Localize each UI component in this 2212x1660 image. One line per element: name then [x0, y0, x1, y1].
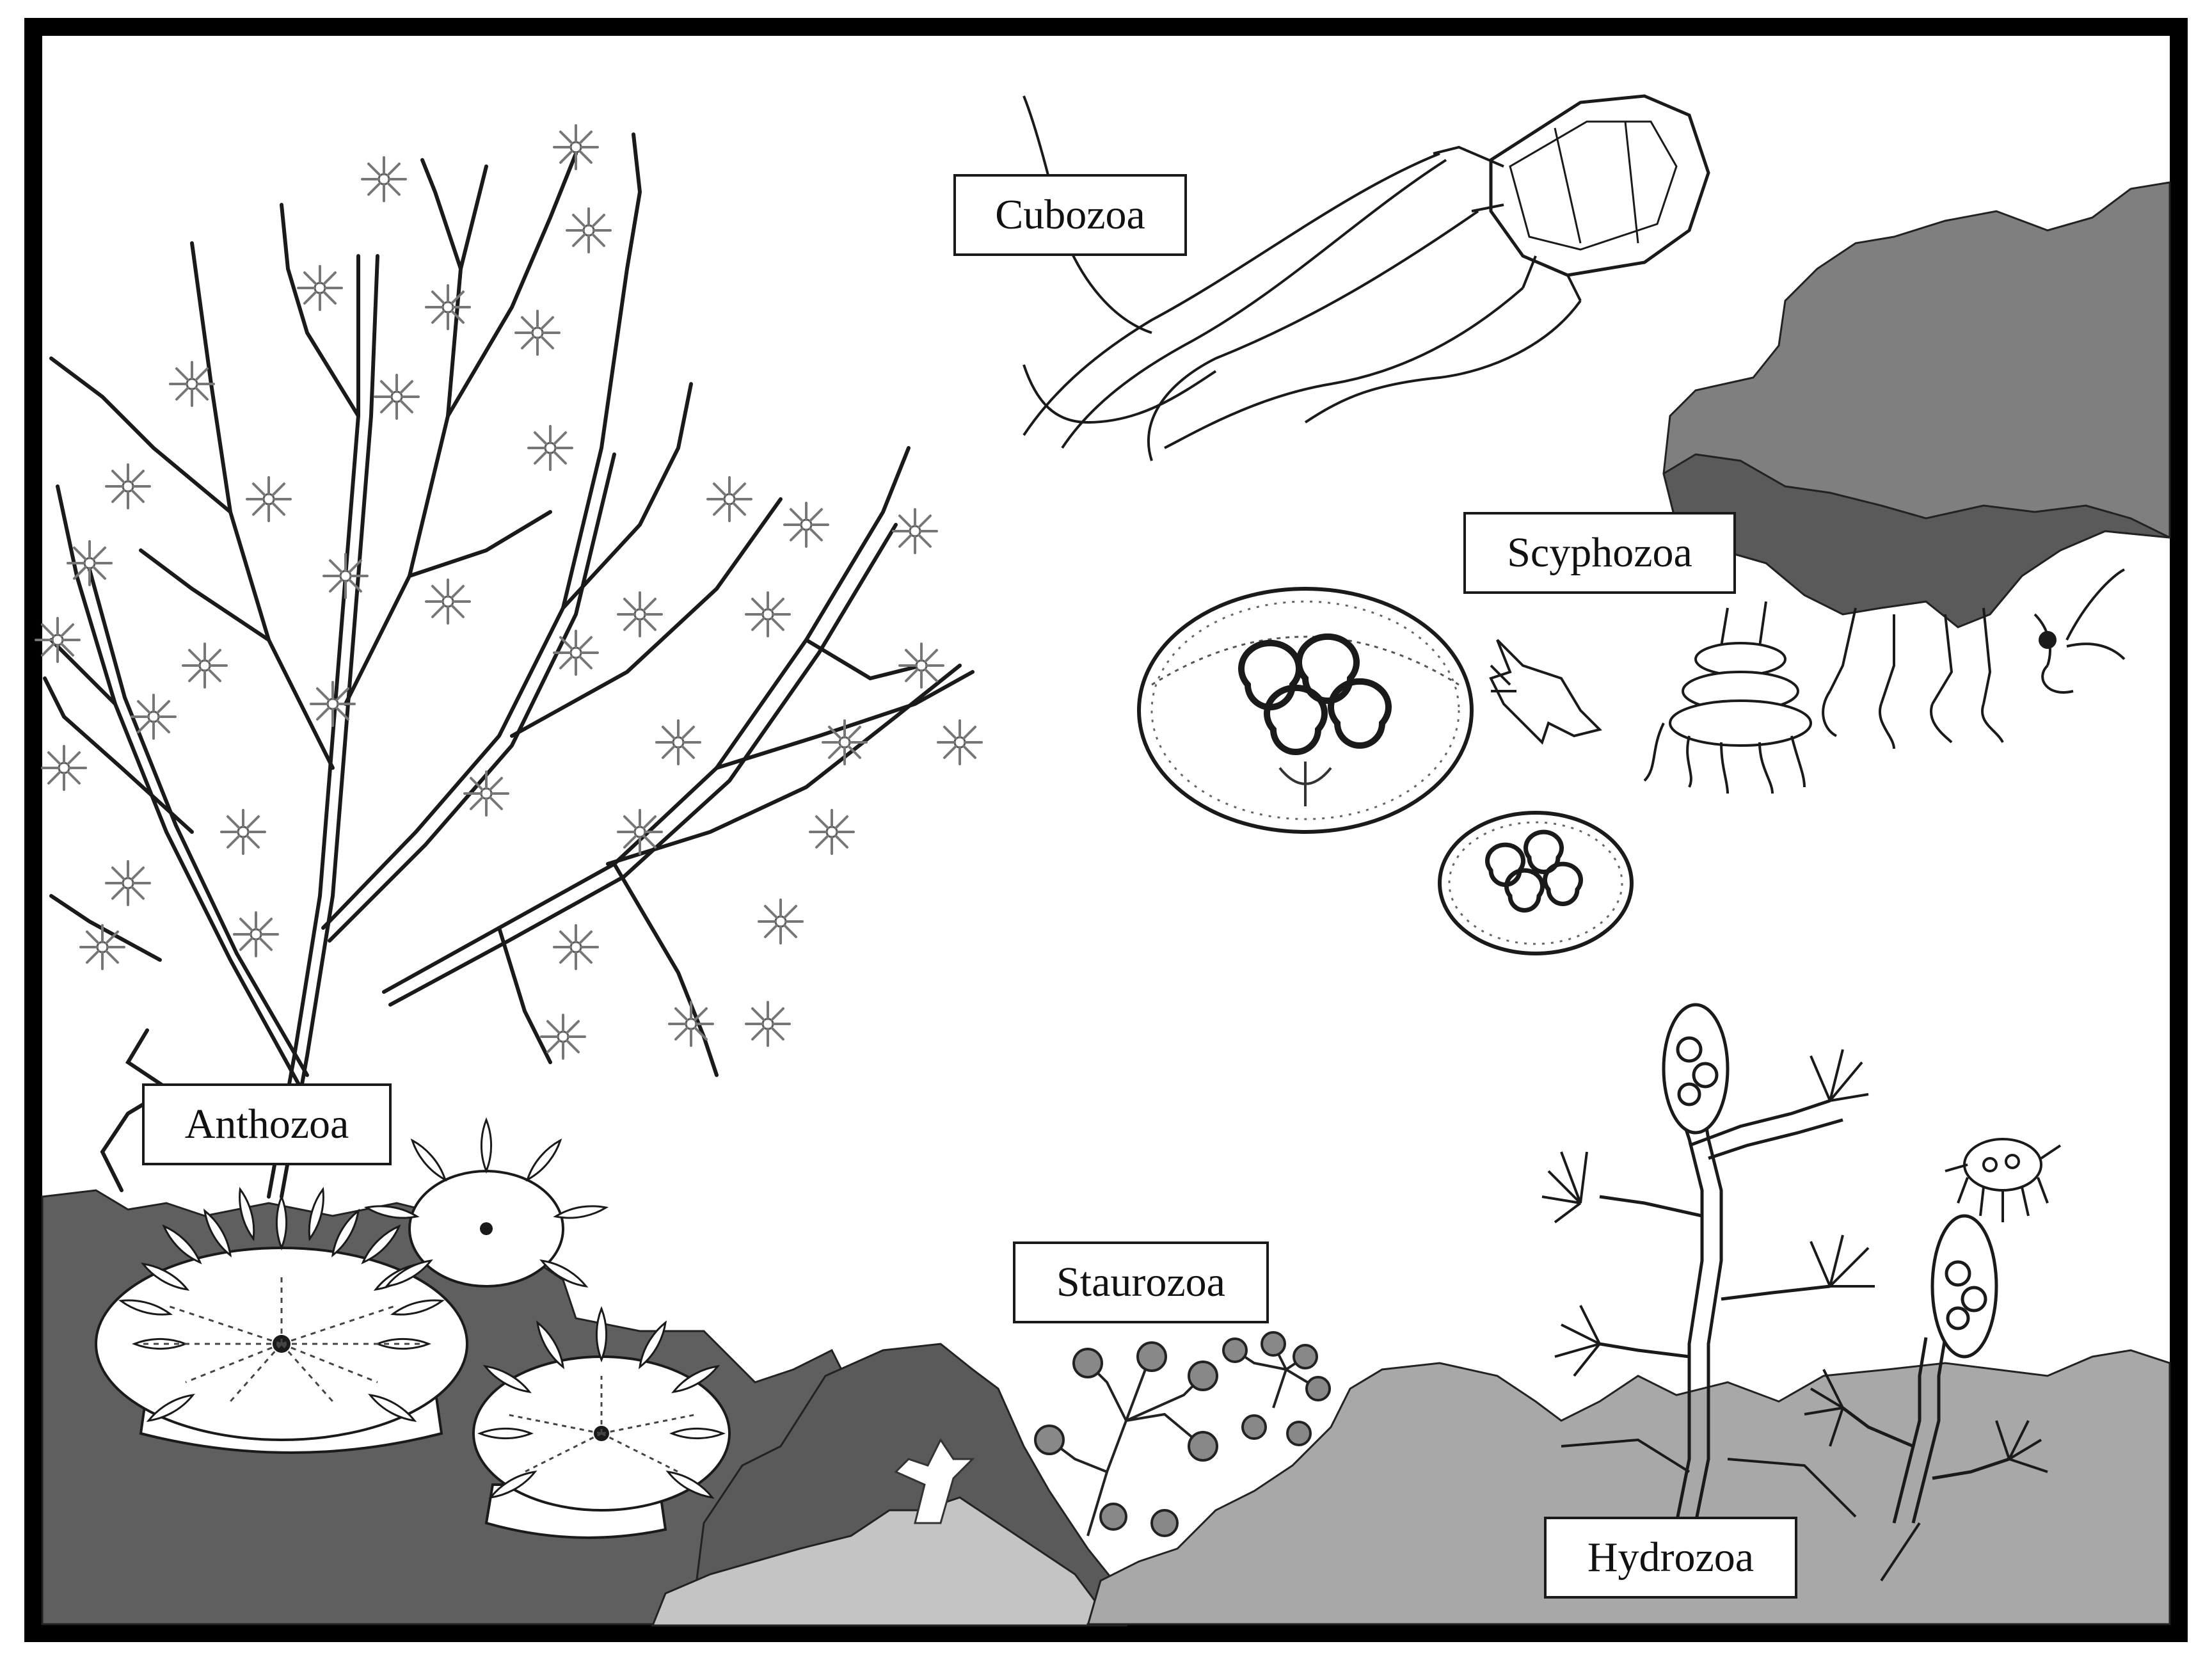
rock-overhang — [1662, 181, 2171, 628]
hydromedusa — [1945, 1138, 2062, 1222]
label-anthozoa: Anthozoa — [142, 1083, 392, 1165]
moon-jellyfish-small — [1438, 811, 1634, 955]
gorgonian-coral — [43, 132, 975, 1199]
moon-jellyfish-large — [1137, 587, 1474, 834]
label-scyphozoa: Scyphozoa — [1463, 512, 1736, 594]
sea-anemone-back — [365, 1119, 608, 1292]
label-cubozoa: Cubozoa — [953, 174, 1187, 256]
label-hydrozoa: Hydrozoa — [1544, 1517, 1797, 1599]
sea-anemone-small — [472, 1307, 731, 1539]
scyphozoa-strobila — [1643, 568, 2126, 794]
stalked-jellyfish-left — [1034, 1341, 1218, 1537]
label-staurozoa: Staurozoa — [1013, 1241, 1269, 1323]
sea-anemone-large — [95, 1187, 468, 1454]
scyphozoa-ephyra — [1489, 639, 1602, 745]
box-jellyfish — [1022, 94, 1710, 461]
hydroid-colony — [1541, 1003, 2048, 1582]
stalked-jellyfish-right — [1222, 1331, 1331, 1446]
stalked-jellyfish-on-rock — [894, 1438, 975, 1524]
